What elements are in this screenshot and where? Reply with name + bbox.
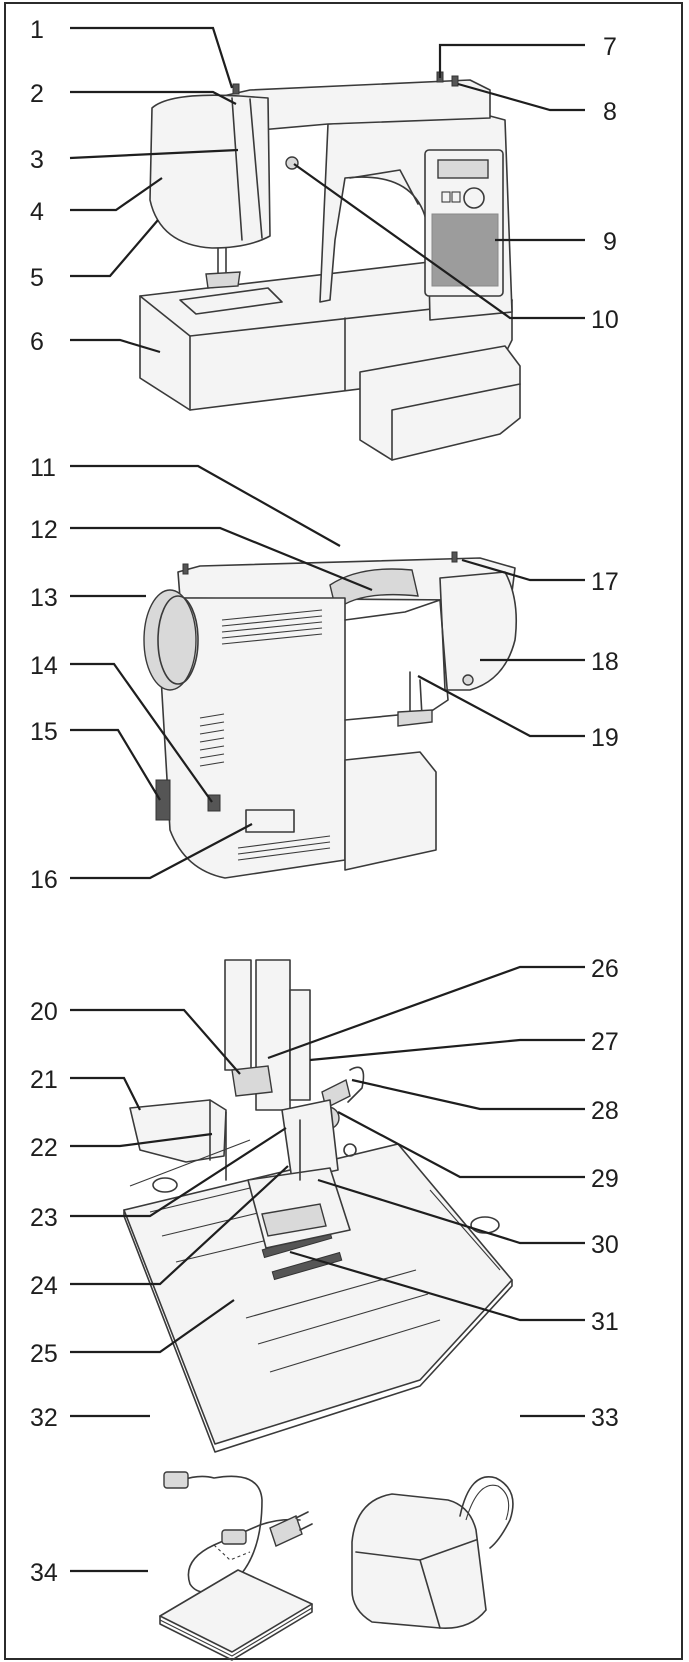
callout-23: 23 [30, 1204, 58, 1232]
callout-19: 19 [591, 724, 619, 752]
presser-foot-closeup [123, 959, 513, 1453]
callout-18: 18 [591, 648, 619, 676]
callout-10: 10 [591, 306, 619, 334]
callout-6: 6 [30, 328, 44, 356]
manual-book-illustration [159, 1569, 313, 1661]
callout-4: 4 [30, 198, 44, 226]
foot-controller-illustration [351, 1476, 514, 1629]
callout-24: 24 [30, 1272, 58, 1300]
callout-31: 31 [591, 1308, 619, 1336]
callout-16: 16 [30, 866, 58, 894]
callout-33: 33 [591, 1404, 619, 1432]
callout-1: 1 [30, 16, 44, 44]
leader-lines [69, 26, 585, 1573]
callout-27: 27 [591, 1028, 619, 1056]
callout-30: 30 [591, 1231, 619, 1259]
callout-8: 8 [603, 98, 617, 126]
callout-34: 34 [30, 1559, 58, 1587]
callout-28: 28 [591, 1097, 619, 1125]
callout-15: 15 [30, 718, 58, 746]
front-view-illustration [139, 71, 513, 411]
callout-22: 22 [30, 1134, 58, 1162]
rear-view-illustration [143, 345, 521, 879]
callout-25: 25 [30, 1340, 58, 1368]
callout-5: 5 [30, 264, 44, 292]
callout-26: 26 [591, 955, 619, 983]
callout-12: 12 [30, 516, 58, 544]
callout-13: 13 [30, 584, 58, 612]
callout-9: 9 [603, 228, 617, 256]
callout-17: 17 [591, 568, 619, 596]
callout-11: 11 [30, 454, 56, 482]
callout-numbers: 1 2 3 4 5 6 7 8 9 10 11 12 13 14 15 16 1… [30, 16, 619, 1587]
callout-29: 29 [591, 1165, 619, 1193]
callout-32: 32 [30, 1404, 58, 1432]
callout-2: 2 [30, 80, 44, 108]
callout-14: 14 [30, 652, 58, 680]
callout-20: 20 [30, 998, 58, 1026]
callout-7: 7 [603, 33, 617, 61]
callout-21: 21 [30, 1066, 58, 1094]
callout-3: 3 [30, 146, 44, 174]
